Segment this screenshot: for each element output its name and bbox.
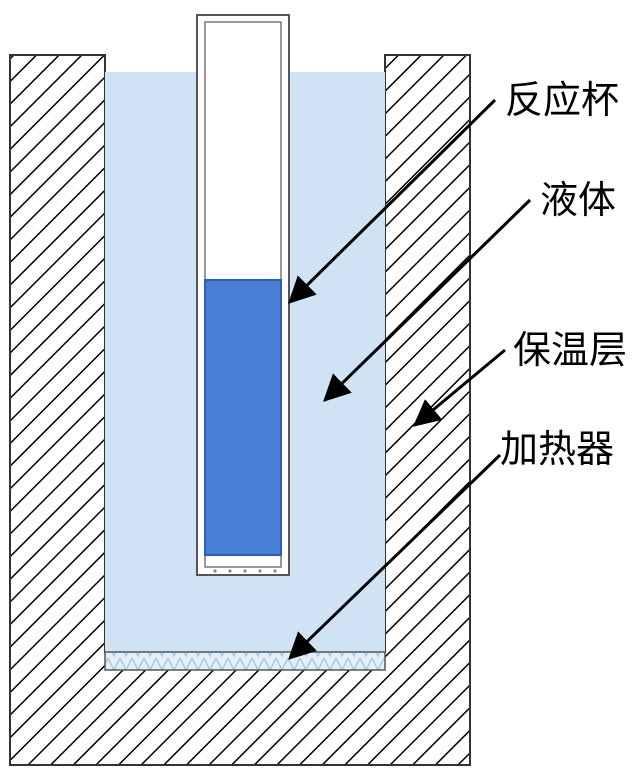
sample-liquid xyxy=(204,279,282,556)
arrow-insulation xyxy=(412,348,506,427)
label-liquid: 液体 xyxy=(540,178,616,222)
cup-base-marks xyxy=(213,569,277,573)
label-insulation-layer: 保温层 xyxy=(513,328,627,372)
heater-strip xyxy=(104,651,386,671)
label-reaction-cup: 反应杯 xyxy=(505,78,619,122)
arrow-liquid xyxy=(323,198,532,402)
label-heater: 加热器 xyxy=(500,427,614,471)
arrow-heater xyxy=(288,453,502,660)
reaction-cup xyxy=(196,14,290,576)
arrow-reaction-cup xyxy=(288,98,497,304)
